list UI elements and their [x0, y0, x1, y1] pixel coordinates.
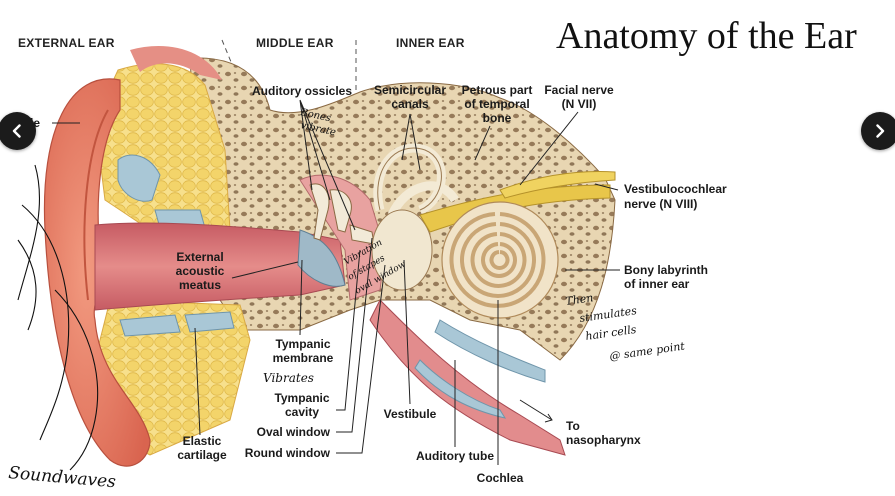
label-round-window: Round window — [245, 446, 331, 460]
note-then-4: @ same point — [609, 339, 686, 363]
vestibule — [371, 209, 433, 291]
note-then-1: Then — [565, 291, 595, 308]
label-facial-nerve-2: (N VII) — [562, 97, 597, 111]
label-oval-window: Oval window — [257, 425, 331, 439]
label-to-nasopharynx-2: nasopharynx — [566, 433, 641, 447]
label-auditory-tube: Auditory tube — [416, 449, 494, 463]
label-vestibulocochlear-2: nerve (N VIII) — [624, 197, 697, 211]
leader-lines — [52, 99, 620, 465]
next-slide-button[interactable] — [861, 112, 895, 150]
chevron-right-icon — [876, 124, 885, 138]
label-petrous-2: of temporal — [464, 97, 529, 111]
label-vestibulocochlear-1: Vestibulocochlear — [624, 182, 727, 196]
section-middle-ear: MIDDLE EAR — [256, 36, 334, 50]
label-to-nasopharynx-1: To — [566, 419, 580, 433]
ossicle-incus — [329, 189, 352, 233]
label-facial-nerve-1: Facial nerve — [544, 83, 614, 97]
label-external-acoustic-2: acoustic — [176, 264, 225, 278]
cartilage-lower-2 — [184, 311, 235, 333]
cartilage-upper-1 — [117, 154, 161, 202]
label-elastic-cartilage-1: Elastic — [183, 434, 222, 448]
blue-bony-wall — [434, 319, 546, 383]
label-vestibule: Vestibule — [384, 407, 437, 421]
label-semicircular-canals-2: canals — [391, 97, 429, 111]
slide-title: Anatomy of the Ear — [556, 15, 857, 57]
auricle-fold — [83, 109, 109, 301]
ossicle-malleus — [309, 183, 330, 241]
label-cochlea: Cochlea — [477, 471, 524, 485]
section-external-ear: EXTERNAL EAR — [18, 36, 115, 50]
note-soundwaves: Soundwaves — [8, 463, 117, 492]
label-semicircular-canals-1: Semicircular — [374, 83, 446, 97]
skin-layer — [130, 45, 222, 80]
label-elastic-cartilage-2: cartilage — [177, 448, 227, 462]
label-tympanic-cavity-1: Tympanic — [274, 391, 329, 405]
cochlea — [441, 201, 559, 319]
section-inner-ear: INNER EAR — [396, 36, 465, 50]
label-external-acoustic-1: External — [176, 250, 223, 264]
label-external-acoustic-3: meatus — [179, 278, 221, 292]
label-tympanic-membrane-2: membrane — [273, 351, 334, 365]
auditory-tube-cartilage — [414, 359, 507, 419]
auditory-tube — [369, 299, 566, 456]
note-then-3: hair cells — [585, 323, 638, 343]
cartilage-lower-1 — [119, 314, 181, 337]
prev-slide-button[interactable] — [0, 112, 36, 150]
label-bony-labyrinth-1: Bony labyrinth — [624, 263, 708, 277]
label-auricle: le — [30, 116, 40, 130]
chevron-left-icon — [12, 124, 21, 138]
label-tympanic-membrane-1: Tympanic — [275, 337, 330, 351]
label-tympanic-cavity-2: cavity — [285, 405, 319, 419]
label-auditory-ossicles: Auditory ossicles — [252, 84, 352, 98]
label-petrous-1: Petrous part — [462, 83, 533, 97]
note-tm-vibrates: Vibrates — [263, 371, 314, 385]
label-bony-labyrinth-2: of inner ear — [624, 277, 690, 291]
label-petrous-3: bone — [483, 111, 512, 125]
